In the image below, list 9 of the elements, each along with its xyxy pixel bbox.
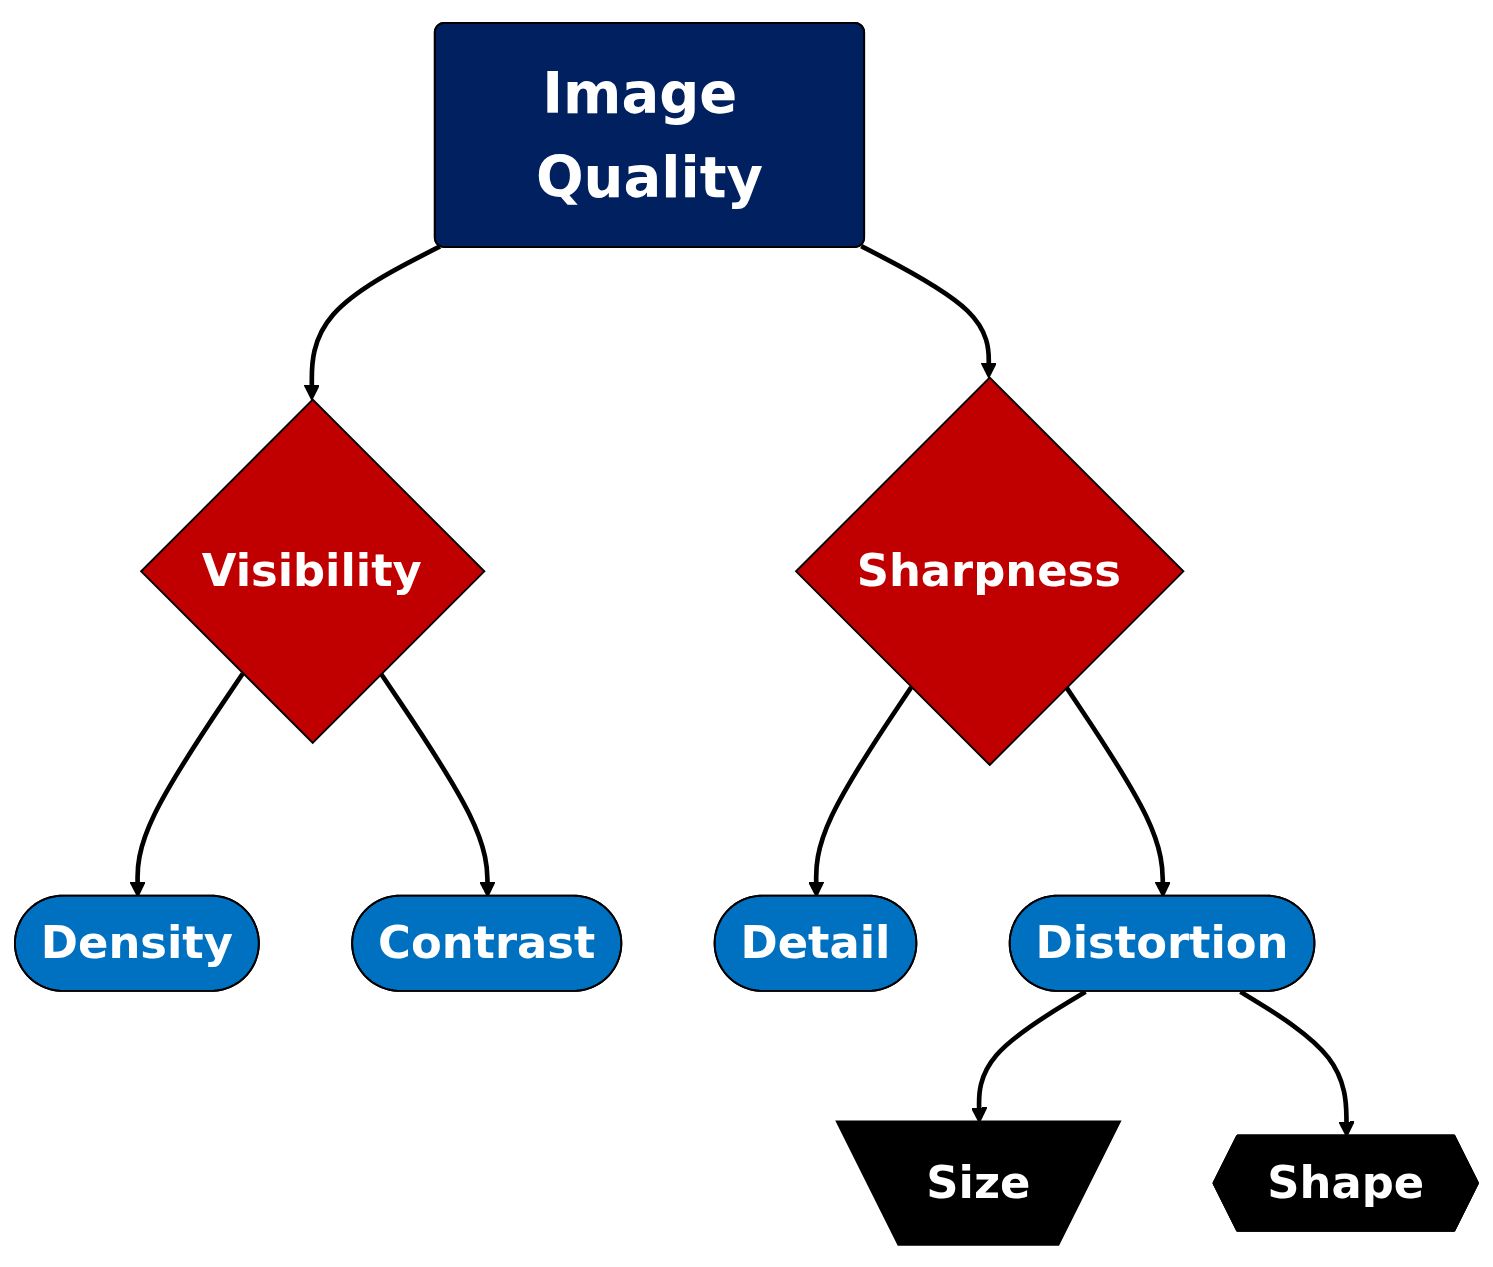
arrow [129, 672, 245, 897]
arrow [808, 685, 914, 897]
arrow [1064, 685, 1171, 897]
arrow [303, 243, 442, 401]
node-diamond: Visibility [139, 398, 486, 744]
arrow [860, 243, 997, 378]
arrow [379, 672, 496, 897]
arrow [1239, 989, 1355, 1137]
node-diamond: Sharpness [794, 375, 1185, 766]
